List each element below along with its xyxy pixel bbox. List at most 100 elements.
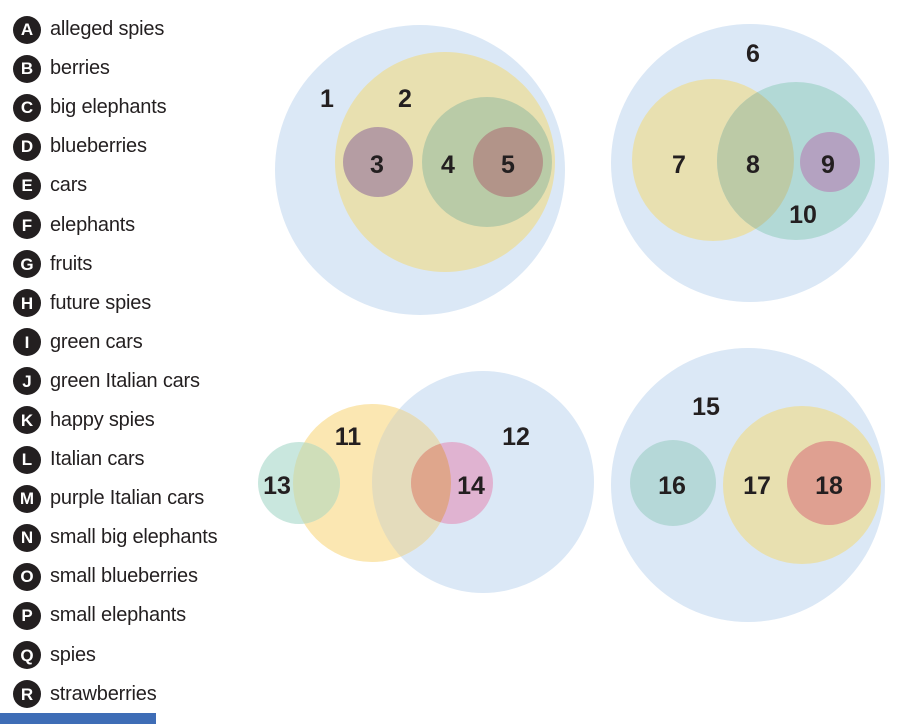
legend-item: H future spies [13, 284, 217, 323]
set-circle-region-18 [787, 441, 871, 525]
legend-label: fruits [50, 252, 93, 275]
legend-letter-badge: J [13, 367, 41, 396]
legend-item: N small big elephants [13, 518, 218, 557]
legend-letter-badge: B [13, 54, 41, 83]
region-label-2: 2 [398, 85, 412, 113]
legend-item: G fruits [13, 245, 217, 284]
cropped-blue-bar [0, 713, 156, 724]
diagram-top-left: 1 2 3 4 5 [275, 25, 565, 315]
legend-item: E cars [13, 166, 217, 205]
region-label-15: 15 [692, 393, 720, 421]
legend-label: future spies [50, 291, 151, 314]
legend-letter: K [20, 410, 34, 430]
legend-letter: D [20, 137, 34, 157]
legend-item: K happy spies [13, 401, 217, 440]
legend-label: purple Italian cars [50, 487, 205, 510]
legend-letter: A [20, 20, 34, 40]
legend-letter: Q [20, 645, 34, 665]
legend-letter-badge: I [13, 328, 41, 357]
legend-item: I green cars [13, 323, 217, 362]
legend-letter: E [21, 176, 33, 196]
legend-item: A alleged spies [13, 10, 217, 49]
legend-item: J green Italian cars [13, 362, 217, 401]
set-circle-region-3 [343, 127, 413, 197]
legend-letter: I [24, 332, 30, 352]
region-label-1: 1 [320, 85, 334, 113]
legend-letter: G [20, 254, 34, 274]
legend-item: C big elephants [13, 88, 217, 127]
legend: A alleged spies B berries C big elephant… [13, 10, 218, 714]
region-label-4: 4 [441, 151, 455, 179]
region-label-16: 16 [658, 472, 686, 500]
legend-letter: H [20, 293, 34, 313]
legend-item: O small blueberries [13, 557, 217, 596]
legend-letter-badge: N [13, 523, 41, 552]
region-label-17: 17 [743, 472, 771, 500]
legend-letter: R [20, 684, 34, 704]
legend-letter-badge: Q [13, 641, 41, 670]
region-label-18: 18 [815, 472, 843, 500]
region-label-10: 10 [789, 201, 817, 229]
region-label-11: 11 [335, 423, 362, 451]
legend-letter: F [21, 215, 33, 235]
legend-letter-badge: R [13, 680, 41, 709]
diagram-bottom-left: 11 12 13 14 [258, 371, 594, 593]
legend-letter-badge: A [13, 15, 41, 44]
region-label-8: 8 [746, 151, 760, 179]
legend-label: green cars [50, 330, 143, 353]
legend-label: cars [50, 174, 87, 197]
legend-label: big elephants [50, 96, 167, 119]
legend-label: Italian cars [50, 448, 145, 471]
legend-label: alleged spies [50, 18, 165, 41]
set-circle-region-5 [473, 127, 543, 197]
overlap-region-14-11 [411, 442, 451, 524]
legend-label: small big elephants [50, 526, 218, 549]
legend-label: elephants [50, 213, 135, 236]
set-circle-region-9 [800, 132, 860, 192]
region-label-9: 9 [821, 151, 835, 179]
legend-letter-badge: E [13, 171, 41, 200]
region-label-14: 14 [457, 472, 485, 500]
set-circle-region-16 [630, 440, 716, 526]
legend-item: L Italian cars [13, 440, 217, 479]
legend-letter-badge: M [13, 484, 41, 513]
diagram-bottom-right: 15 16 17 18 [611, 348, 885, 622]
legend-label: blueberries [50, 135, 147, 158]
legend-letter: O [20, 567, 34, 587]
legend-letter-badge: F [13, 211, 41, 240]
region-label-7: 7 [672, 151, 686, 179]
region-label-5: 5 [501, 151, 515, 179]
legend-letter-badge: O [13, 562, 41, 591]
legend-label: small elephants [50, 604, 186, 627]
diagram-top-right: 6 7 8 9 10 [611, 24, 889, 302]
legend-item: P small elephants [13, 596, 217, 635]
legend-letter-badge: L [13, 445, 41, 474]
legend-letter-badge: K [13, 406, 41, 435]
overlap-region-13-11 [293, 442, 340, 524]
legend-letter-badge: P [13, 601, 41, 630]
legend-label: berries [50, 57, 110, 80]
region-label-13: 13 [263, 472, 291, 500]
legend-letter: P [21, 606, 33, 626]
legend-label: strawberries [50, 682, 157, 705]
legend-label: spies [50, 643, 96, 666]
legend-letter: B [20, 59, 34, 79]
region-label-3: 3 [370, 151, 384, 179]
legend-label: small blueberries [50, 565, 198, 588]
legend-letter: L [21, 450, 33, 470]
legend-letter: N [20, 528, 34, 548]
legend-item: Q spies [13, 636, 217, 675]
legend-letter-badge: C [13, 93, 41, 122]
legend-item: R strawberries [13, 675, 217, 714]
legend-letter-badge: G [13, 250, 41, 279]
legend-item: B berries [13, 49, 217, 88]
legend-letter-badge: H [13, 289, 41, 318]
legend-label: green Italian cars [50, 369, 200, 392]
region-label-6: 6 [746, 40, 760, 68]
legend-label: happy spies [50, 408, 155, 431]
legend-item: D blueberries [13, 127, 217, 166]
legend-letter: J [22, 371, 32, 391]
legend-letter: C [20, 98, 34, 118]
legend-letter: M [19, 489, 35, 509]
